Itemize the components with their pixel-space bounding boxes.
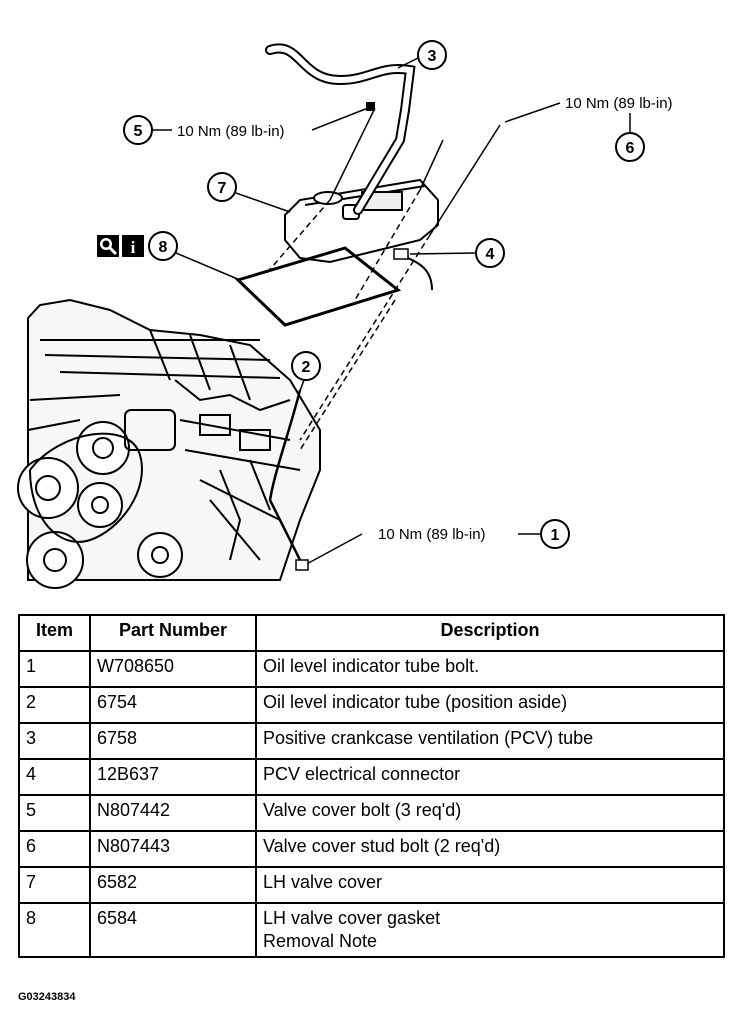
header-part-number: Part Number xyxy=(89,614,257,652)
table-header-row: Item Part Number Description xyxy=(18,614,725,652)
magnifier-icon[interactable] xyxy=(97,235,119,257)
cell-description: Positive crankcase ventilation (PCV) tub… xyxy=(255,722,725,760)
table-row: 3 6758 Positive crankcase ventilation (P… xyxy=(18,722,725,760)
cell-part-number: 6758 xyxy=(89,722,257,760)
removal-note-link[interactable]: Removal Note xyxy=(263,931,378,951)
table-row: 4 12B637 PCV electrical connector xyxy=(18,758,725,796)
table-row: 7 6582 LH valve cover xyxy=(18,866,725,904)
svg-text:2: 2 xyxy=(302,359,311,376)
svg-text:8: 8 xyxy=(159,239,168,256)
table-row: 6 N807443 Valve cover stud bolt (2 req'd… xyxy=(18,830,725,868)
cell-item: 2 xyxy=(18,686,91,724)
cell-item: 6 xyxy=(18,830,91,868)
cell-part-number: 6582 xyxy=(89,866,257,904)
info-icon[interactable]: i xyxy=(122,235,144,257)
parts-table: Item Part Number Description 1 W708650 O… xyxy=(18,614,725,958)
svg-text:i: i xyxy=(131,238,136,257)
engine-illustration xyxy=(17,298,321,589)
cell-part-number: 6754 xyxy=(89,686,257,724)
callout-2: 2 xyxy=(291,351,321,397)
torque-spec-1: 10 Nm (89 lb-in) xyxy=(378,526,486,543)
cell-part-number: N807442 xyxy=(89,794,257,832)
svg-text:6: 6 xyxy=(626,140,635,157)
description-text: LH valve cover gasket xyxy=(263,908,441,928)
figure-code: G03243834 xyxy=(18,991,76,1003)
header-description: Description xyxy=(255,614,725,652)
cell-item: 7 xyxy=(18,866,91,904)
callout-7: 7 xyxy=(207,172,291,213)
table-row: 8 6584 LH valve cover gasket Removal Not… xyxy=(18,902,725,958)
valve-cover xyxy=(284,178,439,264)
cell-item: 1 xyxy=(18,650,91,688)
valve-cover-gasket xyxy=(235,246,402,327)
exploded-engine-diagram: 3 5 10 Nm (89 lb-in) 10 Nm (89 lb-in) 6 … xyxy=(17,40,673,589)
oil-tube-bolt xyxy=(295,533,363,571)
callout-6: 10 Nm (89 lb-in) 6 xyxy=(504,95,673,162)
cell-part-number: W708650 xyxy=(89,650,257,688)
cell-part-number: 6584 xyxy=(89,902,257,958)
cell-item: 3 xyxy=(18,722,91,760)
svg-text:4: 4 xyxy=(486,246,495,263)
cell-item: 8 xyxy=(18,902,91,958)
cell-description: Valve cover stud bolt (2 req'd) xyxy=(255,830,725,868)
header-item: Item xyxy=(18,614,91,652)
torque-spec-6: 10 Nm (89 lb-in) xyxy=(565,95,673,112)
cell-description: LH valve cover gasket Removal Note xyxy=(255,902,725,958)
torque-spec-5: 10 Nm (89 lb-in) xyxy=(177,123,285,140)
callout-4: 4 xyxy=(409,238,505,268)
table-row: 5 N807442 Valve cover bolt (3 req'd) xyxy=(18,794,725,832)
svg-text:3: 3 xyxy=(428,48,437,65)
table-row: 1 W708650 Oil level indicator tube bolt. xyxy=(18,650,725,688)
svg-text:5: 5 xyxy=(134,123,143,140)
valve-cover-bolts xyxy=(264,107,501,451)
callout-3: 3 xyxy=(397,40,447,70)
cell-item: 4 xyxy=(18,758,91,796)
cell-description: Valve cover bolt (3 req'd) xyxy=(255,794,725,832)
pcv-electrical-connector xyxy=(393,248,433,291)
cell-item: 5 xyxy=(18,794,91,832)
svg-text:7: 7 xyxy=(218,180,227,197)
cell-part-number: 12B637 xyxy=(89,758,257,796)
table-row: 2 6754 Oil level indicator tube (positio… xyxy=(18,686,725,724)
cell-description: Oil level indicator tube bolt. xyxy=(255,650,725,688)
cell-part-number: N807443 xyxy=(89,830,257,868)
cell-description: PCV electrical connector xyxy=(255,758,725,796)
cell-description: Oil level indicator tube (position aside… xyxy=(255,686,725,724)
callout-1: 10 Nm (89 lb-in) 1 xyxy=(378,519,570,549)
callout-5: 5 10 Nm (89 lb-in) xyxy=(123,102,375,145)
callout-8: 8 xyxy=(148,231,241,281)
oil-level-indicator-tube xyxy=(268,389,302,561)
cell-description: LH valve cover xyxy=(255,866,725,904)
svg-text:1: 1 xyxy=(551,527,560,544)
